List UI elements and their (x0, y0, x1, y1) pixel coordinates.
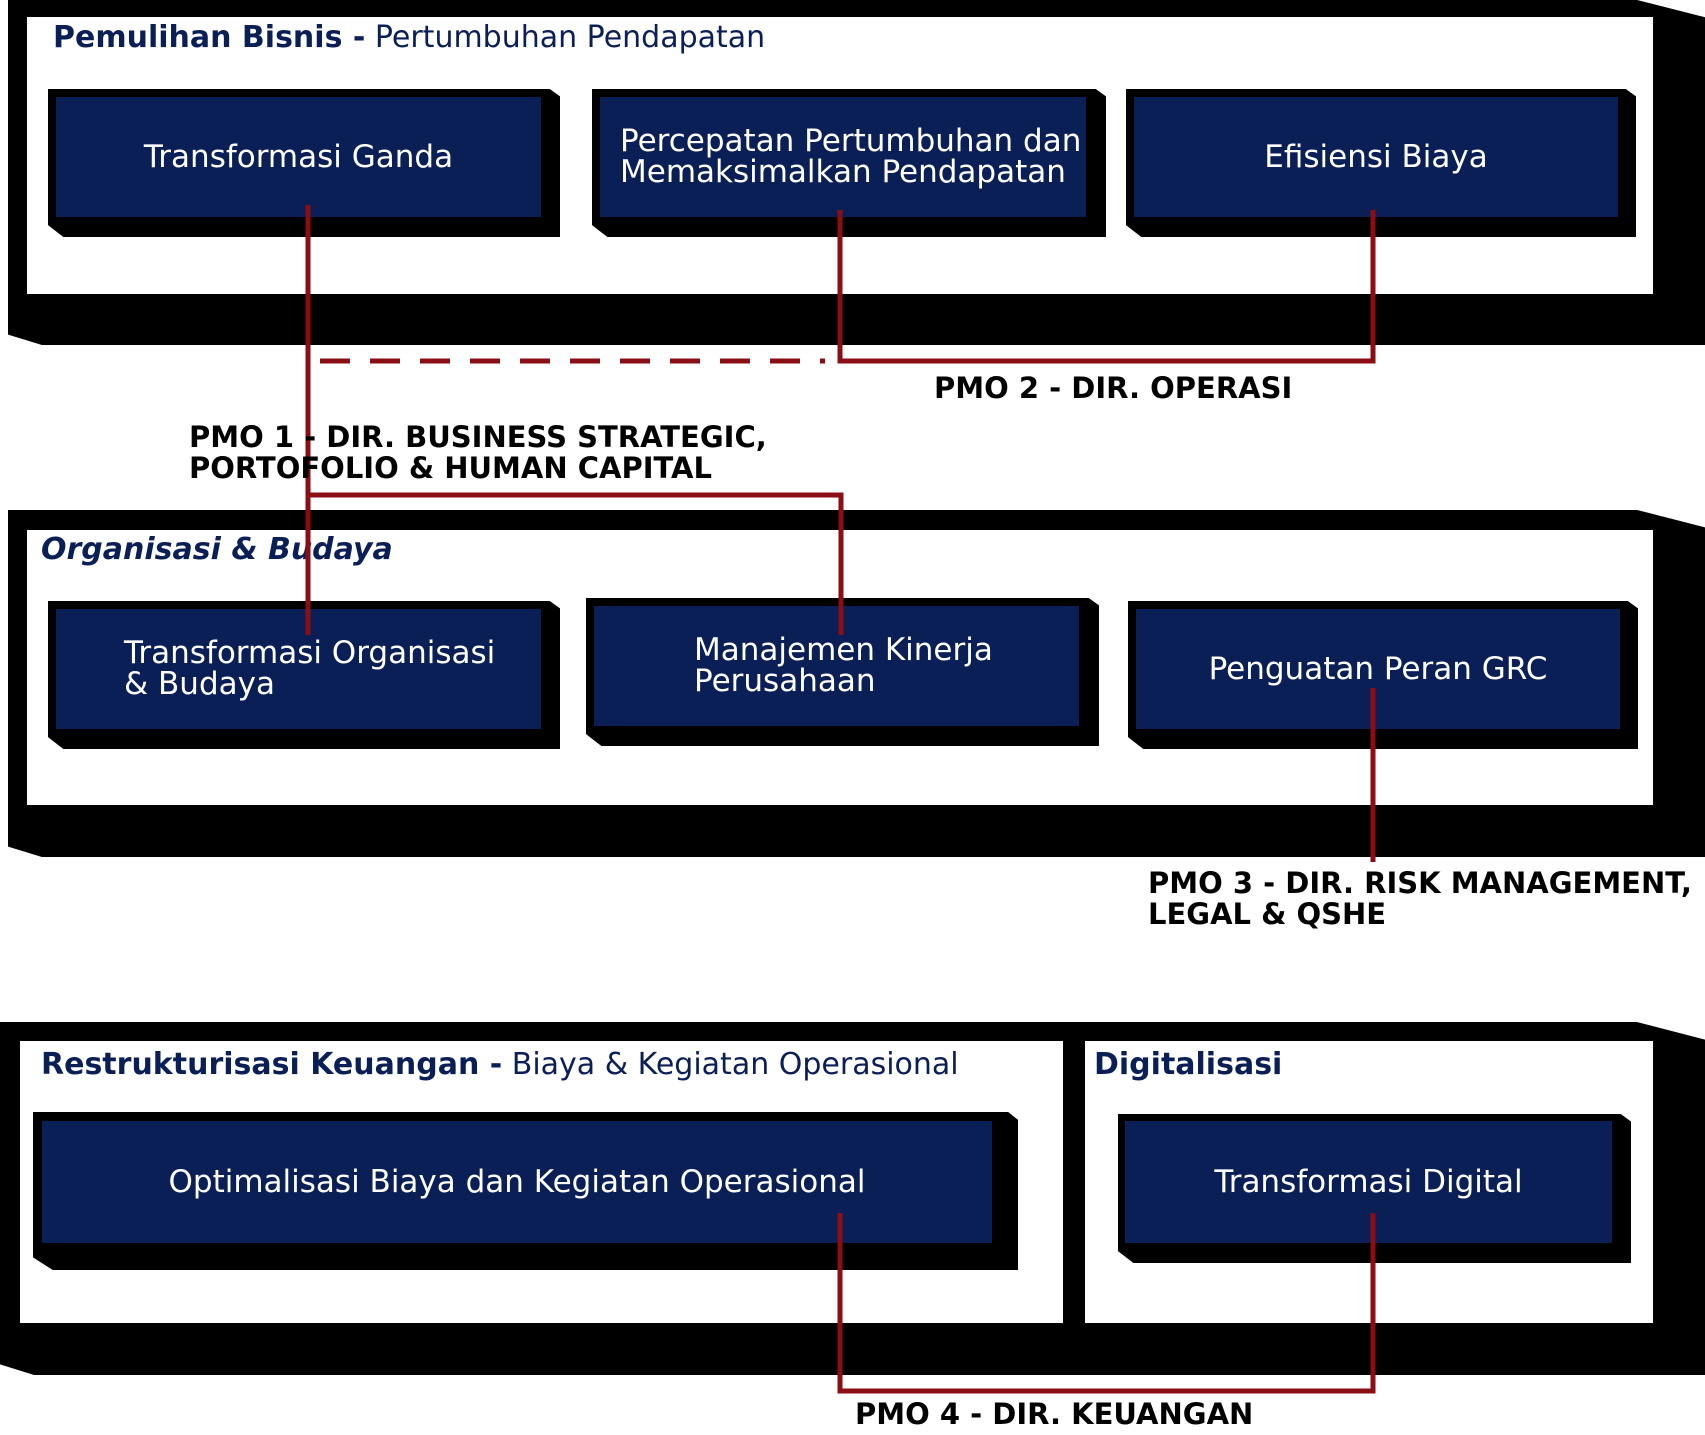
pmo2-line (837, 210, 1376, 364)
pmo1-label-line1: PMO 1 - DIR. BUSINESS STRATEGIC, (189, 420, 767, 454)
box-label-line1: Transformasi Organisasi (124, 635, 496, 671)
section-pemulihan-bisnis-title: Pemulihan Bisnis - Pertumbuhan Pendapata… (53, 20, 765, 55)
box-optimalisasi-biaya[interactable]: Optimalisasi Biaya dan Kegiatan Operasio… (42, 1121, 992, 1243)
box-transformasi-ganda[interactable]: Transformasi Ganda (56, 97, 541, 217)
box-efisiensi-biaya[interactable]: Efisiensi Biaya (1134, 97, 1618, 217)
box-transformasi-organisasi[interactable]: Transformasi Organisasi & Budaya (56, 609, 541, 729)
pmo1-label: PMO 1 - DIR. BUSINESS STRATEGIC, PORTOFO… (189, 422, 767, 484)
pmo1-line-branch (308, 492, 844, 635)
box-label-line1: Percepatan Pertumbuhan dan (620, 123, 1082, 159)
box-manajemen-kinerja[interactable]: Manajemen Kinerja Perusahaan (594, 606, 1079, 726)
section-title: Digitalisasi (1094, 1047, 1283, 1082)
pmo3-label-line2: LEGAL & QSHE (1148, 897, 1387, 931)
pmo3-label: PMO 3 - DIR. RISK MANAGEMENT, LEGAL & QS… (1148, 868, 1692, 930)
box-transformasi-digital[interactable]: Transformasi Digital (1125, 1121, 1612, 1243)
box-label: Optimalisasi Biaya dan Kegiatan Operasio… (168, 1163, 866, 1200)
pmo2-label: PMO 2 - DIR. OPERASI (934, 373, 1292, 404)
section-title-regular: Biaya & Kegiatan Operasional (502, 1047, 959, 1082)
section-restrukturisasi-title: Restrukturisasi Keuangan - Biaya & Kegia… (41, 1047, 959, 1082)
box-label-line2: Memaksimalkan Pendapatan (620, 154, 1066, 190)
section-title-regular: Pertumbuhan Pendapatan (365, 20, 766, 55)
box-label-line2: Perusahaan (694, 663, 876, 699)
pmo1-label-line2: PORTOFOLIO & HUMAN CAPITAL (189, 451, 712, 485)
section-digitalisasi-title: Digitalisasi (1094, 1047, 1282, 1082)
box-percepatan-pertumbuhan[interactable]: Percepatan Pertumbuhan dan Memaksimalkan… (600, 97, 1086, 217)
box-label: Efisiensi Biaya (1264, 138, 1488, 175)
section-organisasi-budaya-title: Organisasi & Budaya (41, 532, 393, 567)
box-penguatan-peran-grc[interactable]: Penguatan Peran GRC (1136, 609, 1620, 729)
box-label: Penguatan Peran GRC (1208, 650, 1548, 687)
pmo4-label-text: PMO 4 - DIR. KEUANGAN (855, 1397, 1254, 1431)
box-label-line1: Manajemen Kinerja (694, 632, 993, 668)
section-title: Organisasi & Budaya (41, 532, 393, 567)
pmo4-label: PMO 4 - DIR. KEUANGAN (855, 1399, 1253, 1430)
pmo3-label-line1: PMO 3 - DIR. RISK MANAGEMENT, (1148, 866, 1692, 900)
section-title-bold: Restrukturisasi Keuangan - (41, 1047, 503, 1082)
pmo4-line (837, 1213, 1376, 1394)
section-title-bold: Pemulihan Bisnis - (53, 20, 366, 55)
pmo2-label-text: PMO 2 - DIR. OPERASI (934, 371, 1293, 405)
box-label-line2: & Budaya (124, 666, 275, 702)
box-label: Transformasi Ganda (143, 138, 454, 175)
box-label: Transformasi Digital (1214, 1163, 1523, 1200)
